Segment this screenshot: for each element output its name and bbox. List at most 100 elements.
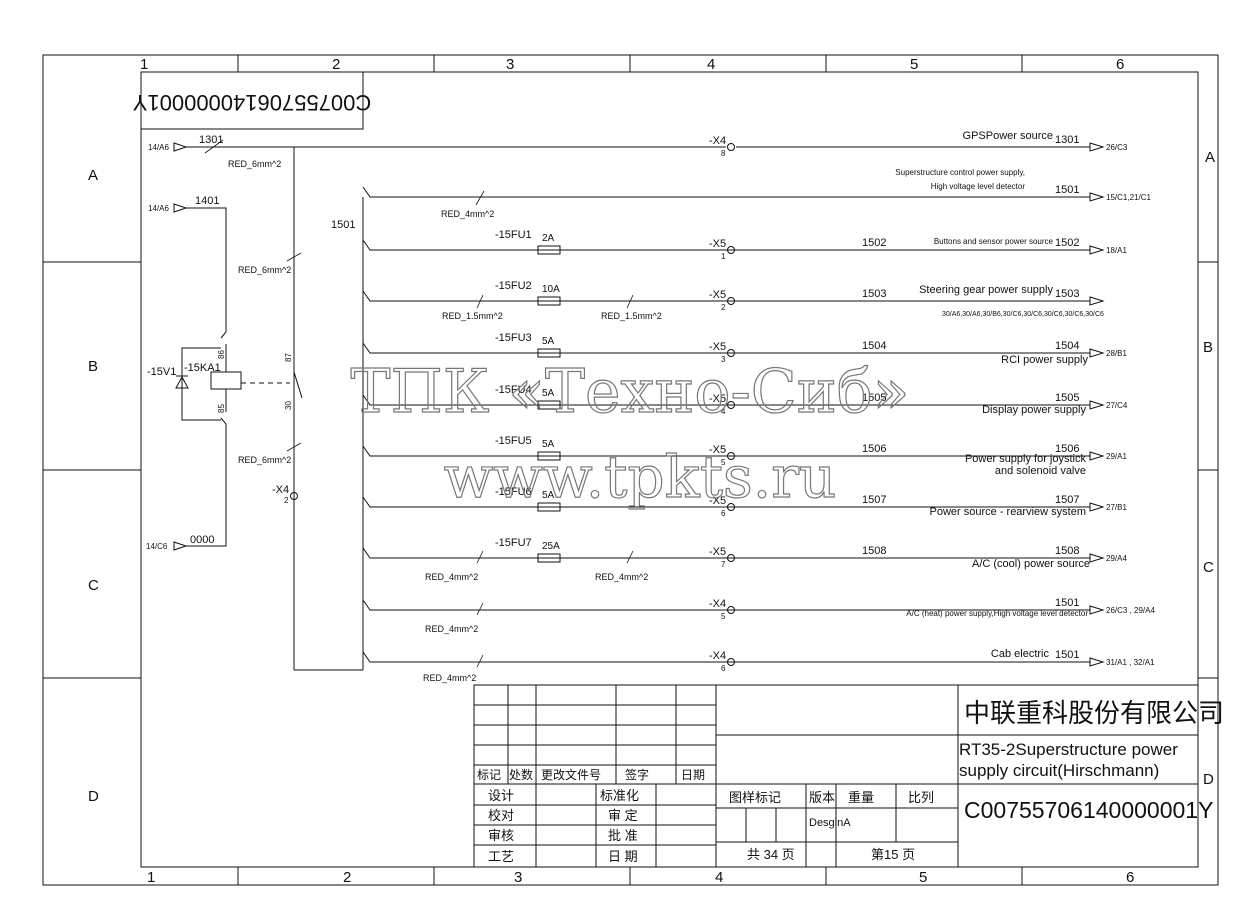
circuit-11-connector: -X4	[709, 650, 726, 662]
circuit-10-wire-end: 1501	[1055, 597, 1079, 609]
circuit-8-arrow	[1089, 502, 1105, 512]
circuit-7-connector: -X5	[709, 444, 726, 456]
circuit-6-pin: 4	[721, 407, 726, 416]
col-num-bottom-1: 1	[147, 869, 155, 886]
circuit-11-arrow	[1089, 657, 1105, 667]
info-headers: 图样标记 版本 重量 比列	[729, 790, 934, 805]
diode-loop-wire	[181, 347, 221, 421]
column-numbers: 1 2 3 4 5 6 1 2 3 4 5 6	[140, 56, 1134, 886]
sign-check: 校对	[488, 808, 514, 823]
relay-pin30: 30	[284, 401, 293, 410]
circuit-1-arrow	[1089, 142, 1105, 152]
circuit-8-fuse-rating: 5A	[542, 490, 555, 501]
circuit-3-fuse-label: -15FU1	[495, 229, 532, 241]
row-letter-left-C: C	[88, 577, 99, 594]
circuit-4-fuse-symbol	[537, 296, 561, 306]
page-number: 第15 页	[871, 847, 915, 862]
col-num-top-4: 4	[707, 56, 715, 73]
row-letter-left-A: A	[88, 167, 98, 184]
sign-design: 设计	[488, 788, 514, 803]
circuit-3-terminal	[727, 246, 735, 254]
version-value: DesginA	[809, 817, 851, 829]
wire-spec-4: RED_4mm^2	[441, 209, 494, 219]
watermark-line1: ТПК «Техно-Сиб»	[350, 357, 909, 427]
watermark-line2: www.tpkts.ru	[444, 443, 837, 511]
row-letter-left-B: B	[88, 358, 98, 375]
circuit-6-connector: -X5	[709, 393, 726, 405]
circuit-5-arrow	[1089, 348, 1105, 358]
info-scale: 比列	[908, 790, 934, 805]
col-num-top-5: 5	[910, 56, 918, 73]
relay-pin86: 86	[217, 350, 226, 359]
circuit-1-terminal	[727, 143, 735, 151]
circuit-9-fuse-symbol	[537, 553, 561, 563]
circuit-8-ref: 27/B1	[1106, 503, 1127, 512]
circuit-2-desc-2: High voltage level detector	[931, 182, 1026, 191]
circuit-9-connector: -X5	[709, 546, 726, 558]
circuit-9-desc-1: A/C (cool) power source	[972, 558, 1090, 570]
relay-contact	[293, 360, 303, 412]
circuit-8-pin: 6	[721, 509, 726, 518]
col-num-bottom-3: 3	[514, 869, 522, 886]
circuit-7-pin: 5	[721, 458, 726, 467]
circuit-4-terminal	[727, 297, 735, 305]
circuit-6-wire-end: 1505	[1055, 392, 1079, 404]
drawing-code: C00755706140000001Y	[964, 797, 1213, 823]
column-dividers	[237, 55, 1023, 885]
rev-header-sign: 签字	[625, 767, 649, 782]
circuit-10-terminal	[727, 606, 735, 614]
col-num-top-2: 2	[332, 56, 340, 73]
x4-left-label: -X4	[272, 484, 289, 496]
circuit-1-pin: 8	[721, 149, 726, 158]
circuit-5-fuse-symbol	[537, 348, 561, 358]
circuit-4-wire	[362, 290, 1090, 302]
circuit-5-desc-1: RCI power supply	[1001, 354, 1088, 366]
relay-supply-wire	[186, 207, 227, 360]
diode-label: -15V1	[147, 366, 176, 378]
circuit-5-ref: 28/B1	[1106, 349, 1127, 358]
circuit-9-wire	[362, 547, 1090, 559]
circuit-5-connector: -X5	[709, 341, 726, 353]
circuit-2-arrow	[1089, 192, 1105, 202]
x4-left-pin: 2	[284, 496, 289, 505]
rotated-code: C00755706140000001Y	[132, 90, 371, 115]
col-num-top-6: 6	[1116, 56, 1124, 73]
relay-pin87: 87	[284, 353, 293, 362]
total-pages: 共 34 页	[747, 847, 795, 862]
circuit-10-ref: 26/C3 , 29/A4	[1106, 606, 1155, 615]
info-version: 版本	[809, 790, 835, 805]
drawing-title-line2: supply circuit(Hirschmann)	[959, 761, 1159, 780]
info-pattern-mark: 图样标记	[729, 790, 781, 805]
circuit-10-wire	[362, 599, 1090, 611]
sign-audit: 审核	[488, 828, 514, 843]
rev-header-count: 处数	[509, 767, 533, 782]
circuit-4-fuse-label: -15FU2	[495, 280, 532, 292]
info-weight: 重量	[848, 790, 874, 805]
circuit-9-terminal	[727, 554, 735, 562]
relay-source-ref: 14/A6	[148, 204, 169, 213]
circuit-3-pin: 1	[721, 252, 726, 261]
circuit-8-fuse-symbol	[537, 502, 561, 512]
sign-date: 日 期	[608, 849, 638, 864]
circuit-3-connector: -X5	[709, 238, 726, 250]
circuit-2-ref: 15/C1,21/C1	[1106, 193, 1151, 202]
circuit-7-desc-2: and solenoid valve	[995, 465, 1086, 477]
ground-source-ref: 14/C6	[146, 542, 168, 551]
circuit-6-terminal	[727, 401, 735, 409]
circuit-8-wire-end: 1507	[1055, 494, 1079, 506]
circuit-11-ref: 31/A1 , 32/A1	[1106, 658, 1155, 667]
wire-spec-9: RED_4mm^2	[425, 624, 478, 634]
circuit-11-pin: 6	[721, 664, 726, 673]
bus-wire-number: 1501	[331, 219, 355, 231]
circuit-3-wire	[362, 239, 1090, 251]
circuit-10-arrow	[1089, 605, 1105, 615]
circuit-9-ref: 29/A4	[1106, 554, 1127, 563]
circuit-8-terminal	[727, 503, 735, 511]
circuit-5-wire-mid: 1504	[862, 340, 886, 352]
row-letters: A B C D A B C D	[88, 149, 1215, 805]
circuit-3-fuse-symbol	[537, 245, 561, 255]
circuit-11-wire	[362, 651, 1090, 663]
circuit-5-fuse-label: -15FU3	[495, 332, 532, 344]
circuit-5-fuse-rating: 5A	[542, 336, 555, 347]
